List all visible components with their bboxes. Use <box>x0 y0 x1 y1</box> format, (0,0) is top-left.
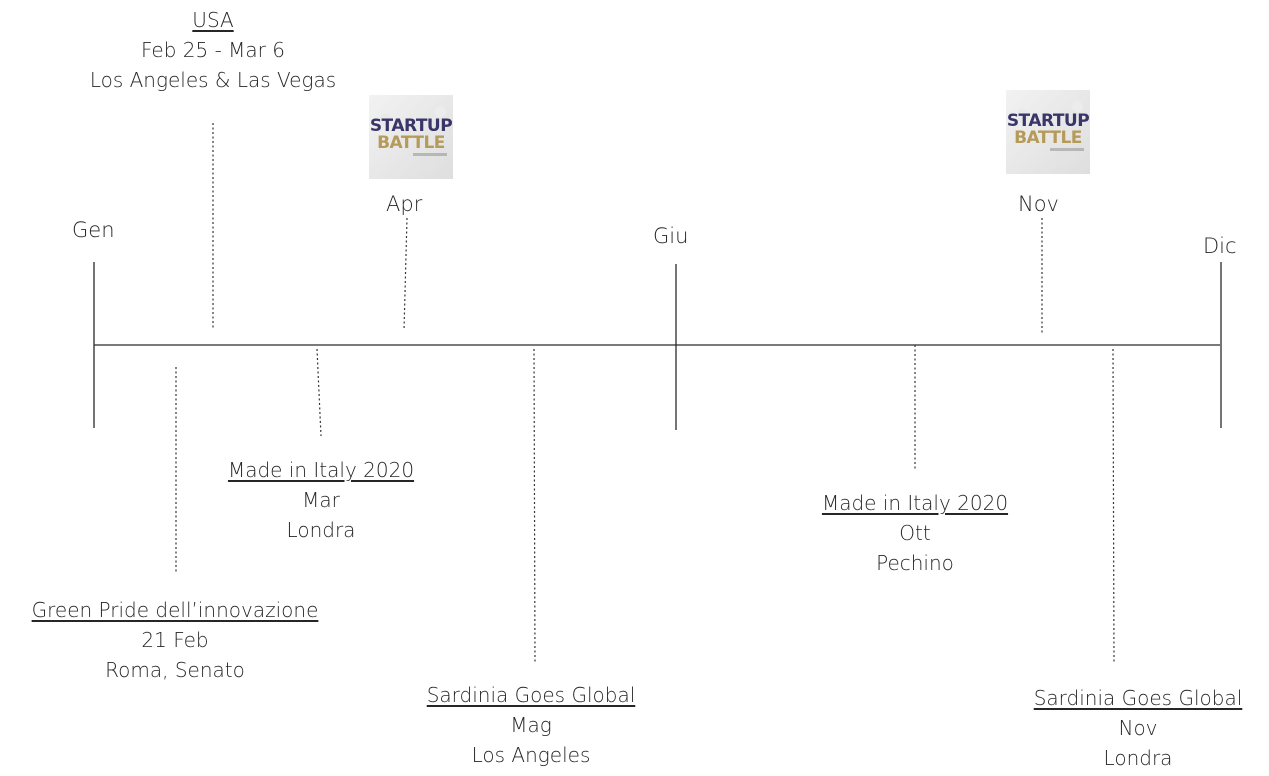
event-date: Feb 25 - Mar 6 <box>141 38 285 62</box>
event-date: Ott <box>899 521 931 545</box>
event-place: Los Angeles & Las Vegas <box>89 68 337 92</box>
event-date: Mar <box>302 488 340 512</box>
connector-apr <box>403 217 408 331</box>
event-place: Londra <box>1103 746 1173 770</box>
month-label-dic: Dic <box>1203 234 1237 258</box>
logo-text-battle: BATTLE <box>377 133 445 153</box>
logo-fine-print <box>1050 148 1084 151</box>
event-place: Pechino <box>876 551 954 575</box>
connector-sardinia-mag <box>533 348 536 663</box>
logo-text-startup: STARTUP <box>1006 111 1090 131</box>
startup-battle-logo-nov: STARTUP BATTLE <box>1006 90 1090 174</box>
event-place: Los Angeles <box>471 743 591 767</box>
event-green-pride: Green Pride dell’innovazione 21 Feb Roma… <box>32 595 319 685</box>
event-made-in-italy-mar: Made in Italy 2020 Mar Londra <box>228 455 414 545</box>
event-title: Made in Italy 2020 <box>821 491 1009 515</box>
month-label-nov: Nov <box>1018 192 1059 216</box>
event-title: Sardinia Goes Global <box>426 683 636 707</box>
event-title: Sardinia Goes Global <box>1033 686 1243 710</box>
connector-sardinia-nov <box>1112 348 1115 663</box>
logo-text-battle: BATTLE <box>1014 128 1082 148</box>
event-title: USA <box>192 8 234 32</box>
month-label-apr: Apr <box>386 192 423 216</box>
event-place: Londra <box>286 518 356 542</box>
logo-text-startup: STARTUP <box>369 116 453 136</box>
month-label-gen: Gen <box>72 218 115 242</box>
event-date: Mag <box>510 713 552 737</box>
event-title: Green Pride dell’innovazione <box>31 598 319 622</box>
event-place: Roma, Senato <box>105 658 245 682</box>
event-sardinia-mag: Sardinia Goes Global Mag Los Angeles <box>427 680 636 770</box>
event-usa: USA Feb 25 - Mar 6 Los Angeles & Las Veg… <box>90 5 336 95</box>
connector-made-italy-mar <box>316 348 322 437</box>
month-label-giu: Giu <box>653 224 689 248</box>
event-date: 21 Feb <box>141 628 209 652</box>
event-made-in-italy-ott: Made in Italy 2020 Ott Pechino <box>822 488 1008 578</box>
event-sardinia-nov: Sardinia Goes Global Nov Londra <box>1034 683 1243 773</box>
logo-fine-print <box>413 153 447 156</box>
event-title: Made in Italy 2020 <box>227 458 415 482</box>
event-date: Nov <box>1118 716 1158 740</box>
startup-battle-logo-apr: STARTUP BATTLE <box>369 95 453 179</box>
